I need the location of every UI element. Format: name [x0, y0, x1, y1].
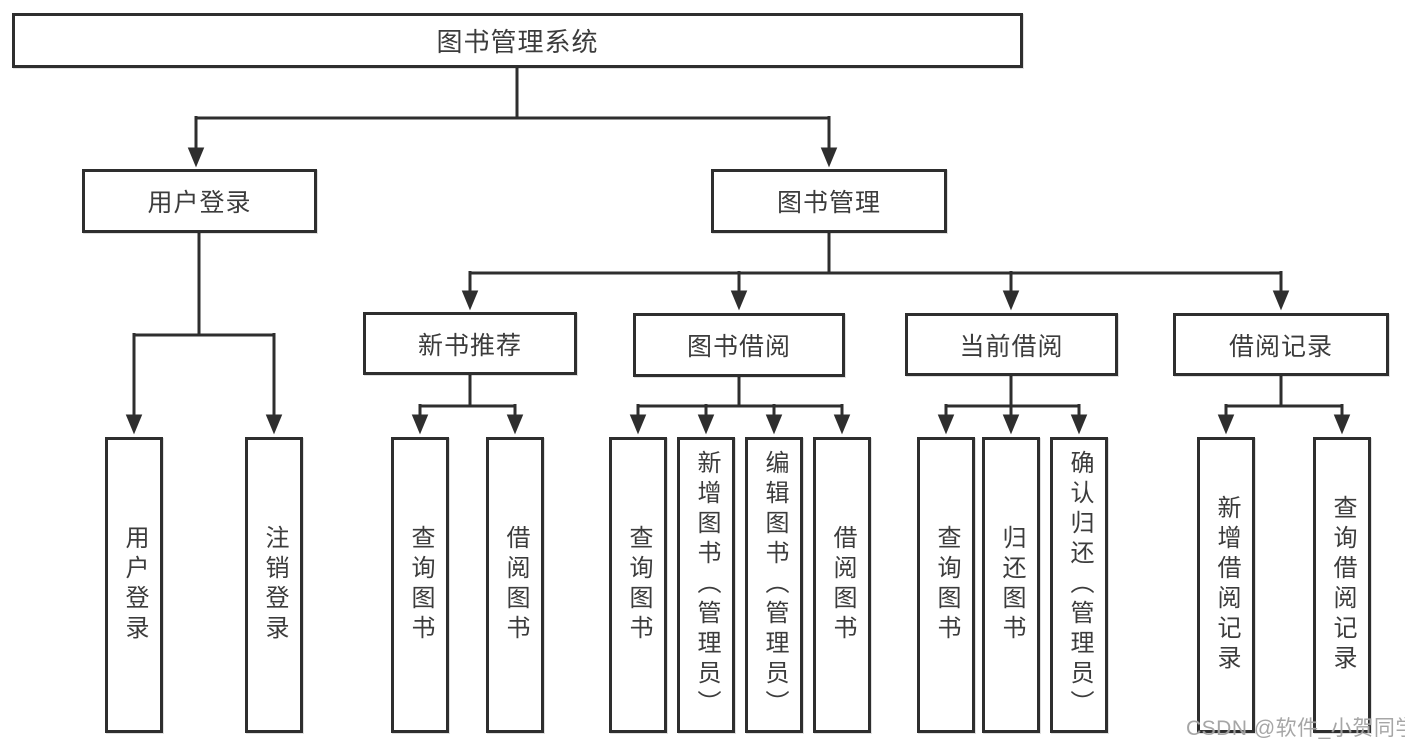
leaf-query-book-current: 查询图书: [917, 437, 975, 733]
node-user-login: 用户登录: [82, 169, 317, 233]
leaf-user-login: 用户登录: [105, 437, 163, 733]
leaf-logout: 注销登录: [245, 437, 303, 733]
node-book-borrowing: 图书借阅: [633, 313, 845, 377]
node-borrow-records: 借阅记录: [1173, 313, 1389, 376]
leaf-add-book-admin: 新增图书（管理员）: [677, 437, 735, 733]
node-current-borrowing: 当前借阅: [905, 313, 1118, 376]
leaf-query-borrow-record: 查询借阅记录: [1313, 437, 1371, 733]
leaf-add-borrow-record: 新增借阅记录: [1197, 437, 1255, 733]
csdn-watermark: CSDN @软件_小贺同学: [1186, 717, 1405, 740]
leaf-query-book-recommend: 查询图书: [391, 437, 449, 733]
leaf-query-book-borrowing: 查询图书: [609, 437, 667, 733]
node-book-management-system: 图书管理系统: [12, 13, 1023, 68]
leaf-borrow-book-recommend: 借阅图书: [486, 437, 544, 733]
leaf-borrow-book: 借阅图书: [813, 437, 871, 733]
node-new-book-recommend: 新书推荐: [363, 312, 577, 375]
leaf-return-book: 归还图书: [982, 437, 1040, 733]
leaf-confirm-return-admin: 确认归还（管理员）: [1050, 437, 1108, 733]
leaf-edit-book-admin: 编辑图书（管理员）: [745, 437, 803, 733]
node-book-management: 图书管理: [711, 169, 947, 233]
